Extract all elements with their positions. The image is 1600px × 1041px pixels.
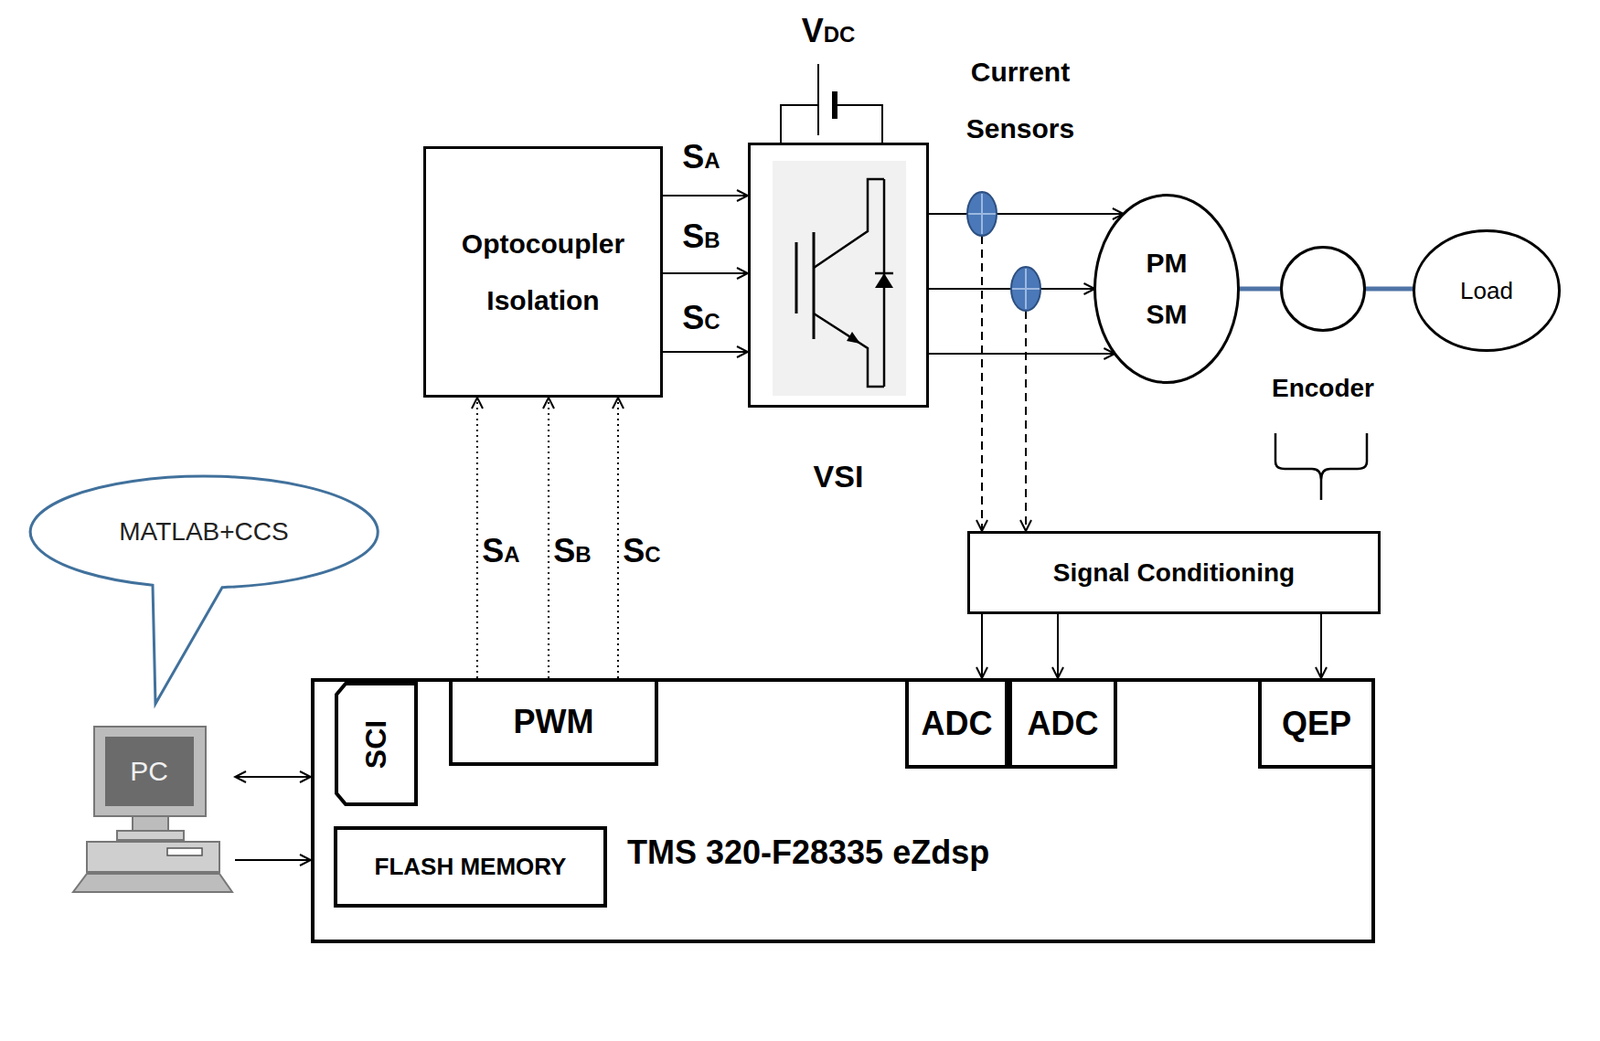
signal-arrow <box>981 614 983 679</box>
node-text: ADC <box>1027 704 1099 744</box>
node-text: VSI <box>813 458 864 495</box>
inverter-box: VSI <box>747 142 929 408</box>
node-text: PC <box>129 756 169 788</box>
emitter-line <box>813 313 885 387</box>
qep-module: QEP <box>1258 678 1376 769</box>
sci-outline <box>336 683 416 805</box>
current-sensor-mark <box>1012 288 1040 290</box>
adc-module: ADC <box>905 678 1009 769</box>
outline <box>1095 195 1239 384</box>
current-sensor <box>967 192 997 236</box>
voltage-label: VDC <box>800 14 858 48</box>
signal-arrow <box>234 859 311 862</box>
sci-port: SCI <box>334 682 418 807</box>
load-ellipse: Load <box>1412 229 1561 352</box>
keyboard <box>73 874 233 893</box>
gate-signal-arrow <box>476 397 479 679</box>
node-text: ADC <box>921 704 993 744</box>
node-text: TMS 320-F28335 eZdsp <box>627 833 990 873</box>
monitor-screen <box>105 736 194 807</box>
motor-ellipse: PM SM <box>1093 193 1240 384</box>
node-text: PM SM <box>1139 237 1195 341</box>
dsp-board: TMS 320-F28335 eZdsp SCI PWM ADC ADC QEP FLASH… <box>310 678 1376 944</box>
signal-arrow <box>234 776 311 779</box>
speech-bubble: MATLAB+CCS <box>28 474 380 590</box>
signal-arrow <box>1056 614 1059 679</box>
signal-label: SA <box>680 140 722 174</box>
node-text: Optocoupler Isolation <box>451 215 635 330</box>
signal-arrow <box>1320 614 1323 679</box>
adc-module: ADC <box>1008 678 1118 769</box>
signal-arrow <box>662 351 748 353</box>
pc-icon: PC <box>71 726 235 894</box>
gate-line <box>795 242 799 314</box>
node-text: SCI <box>359 719 394 768</box>
signal-label: SB <box>680 220 722 254</box>
signal-arrow <box>662 194 748 197</box>
pc-case <box>86 842 220 873</box>
monitor-foot <box>117 831 184 841</box>
node-outline <box>750 145 927 406</box>
isolation-box: Optocoupler Isolation <box>423 146 663 398</box>
node-text: Load <box>1460 277 1514 306</box>
signal-arrow <box>662 272 748 275</box>
motor-shaft <box>1238 287 1282 292</box>
current-sensor <box>1011 266 1041 311</box>
signal-label: SC <box>680 301 722 335</box>
battery-plate-long <box>817 64 820 136</box>
sensor-signal-line <box>981 235 983 532</box>
monitor-neck <box>132 816 169 832</box>
emitter-arrow <box>846 331 861 344</box>
node-text: QEP <box>1281 704 1352 744</box>
motor-shaft <box>1365 287 1415 292</box>
node-text: Encoder <box>1271 373 1375 404</box>
encoder-brace <box>1275 433 1367 501</box>
node-text: PWM <box>513 703 595 742</box>
node-text: Signal Conditioning <box>1053 558 1295 588</box>
outline <box>1281 247 1366 331</box>
signal-label: SB <box>551 534 593 568</box>
node-text: FLASH MEMORY <box>374 853 567 882</box>
gate-signal-arrow <box>617 397 619 679</box>
signal-arrow <box>928 213 1124 215</box>
diode-bar <box>874 272 894 276</box>
signal-arrow <box>928 352 1115 355</box>
node-outline <box>1093 193 1240 384</box>
signal-conditioning-box: Signal Conditioning <box>967 531 1381 615</box>
node-outline <box>1280 245 1366 332</box>
battery-wire <box>834 105 883 143</box>
signal-label: SC <box>620 534 662 568</box>
flash-memory: FLASH MEMORY <box>333 826 608 908</box>
current-sensor-mark <box>968 213 996 215</box>
channel-bar <box>812 232 816 340</box>
gate-signal-arrow <box>547 397 550 679</box>
encoder-circle: Encoder <box>1280 245 1366 332</box>
bubble-outline <box>30 476 378 704</box>
drive-slot <box>167 848 203 856</box>
switch-ground <box>772 160 907 396</box>
diode-triangle <box>874 273 894 288</box>
node-outline <box>71 726 235 894</box>
battery-wire <box>780 105 819 143</box>
sensor-label: Current Sensors <box>951 43 1089 158</box>
collector-line <box>813 179 885 268</box>
monitor-frame <box>94 726 206 817</box>
node-text: MATLAB+CCS <box>118 517 288 547</box>
outline <box>1414 231 1560 352</box>
sensor-signal-line <box>1024 310 1027 532</box>
pwm-module: PWM <box>448 678 659 767</box>
signal-label: SA <box>480 534 522 568</box>
